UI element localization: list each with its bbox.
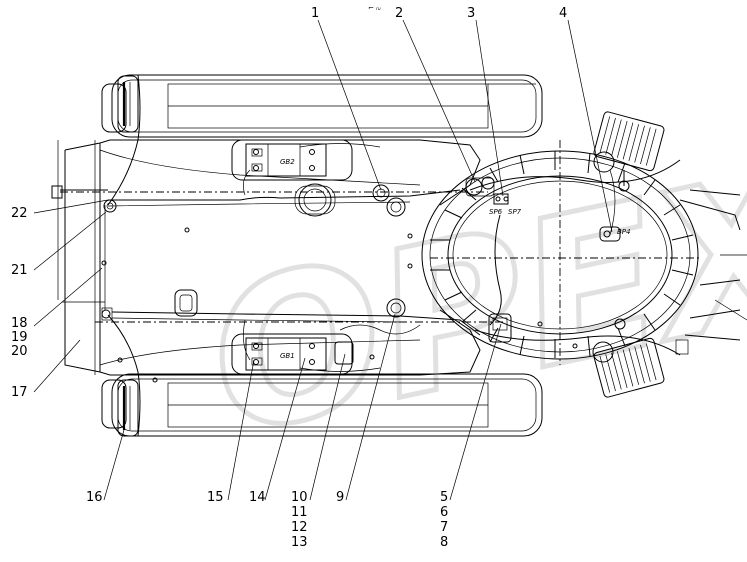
callout-4: 4 [559,6,567,21]
label-gb2: GB2 [280,158,295,166]
callout-7: 7 [440,520,448,535]
wiring-harness [104,74,681,437]
callout-9: 9 [336,490,344,505]
label-bp4: BP4 [617,228,630,236]
callout-20: 20 [11,344,28,359]
callout-10: 10 [291,490,308,505]
battery-gb1 [231,333,354,375]
callout-19: 19 [11,330,28,345]
callout-14: 14 [249,490,266,505]
label-gb1: GB1 [280,352,295,360]
callout-11: 11 [291,505,308,520]
hull-axes [60,140,700,365]
label-sp6: SP6 [489,208,503,216]
callout-6: 6 [440,505,448,520]
front-components [101,199,117,321]
callout-8: 8 [440,535,448,550]
callout-5: 5 [440,490,448,505]
callout-22: 22 [11,206,28,221]
callout-17: 17 [11,385,28,400]
callout-18: 18 [11,316,28,331]
callout-13: 13 [291,535,308,550]
callout-12: 12 [291,520,308,535]
leader-lines [33,19,613,501]
callout-15: 15 [207,490,224,505]
callout-21: 21 [11,263,28,278]
callout-labels: 1 2 3 4 5 6 7 8 9 10 11 12 13 14 15 16 1… [11,6,567,550]
turret-components [465,176,626,349]
hull-fixtures [117,183,413,383]
callout-1: 1 [311,6,319,21]
upper-rear-box [593,111,747,321]
battery-gb2 [231,139,353,181]
lower-headlight [117,379,139,437]
lower-track [101,373,543,437]
turret-ring [421,150,699,360]
label-sp7: SP7 [508,208,522,216]
upper-track [101,74,543,138]
top-mark: ⌐ ᵣᵤ [368,4,381,12]
upper-headlight [117,75,139,133]
callout-3: 3 [467,6,475,21]
lower-rear-box [592,309,741,398]
callout-2: 2 [395,6,403,21]
callout-16: 16 [86,490,103,505]
